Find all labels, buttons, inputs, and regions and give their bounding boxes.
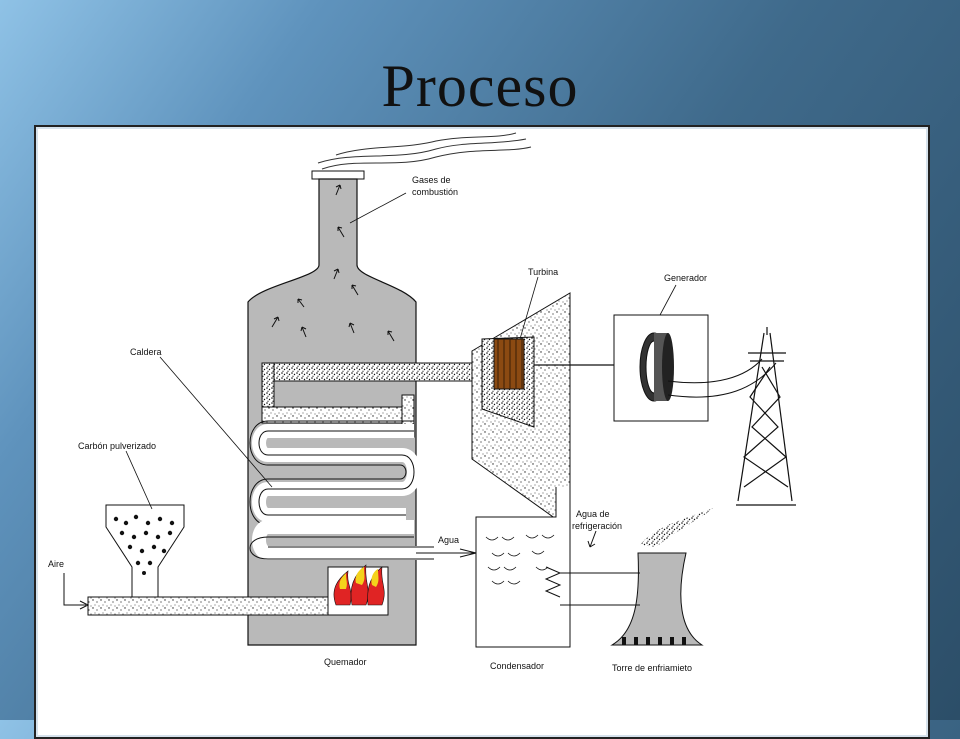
leader-lines [125,192,677,510]
label-carbon: Carbón pulverizado [78,441,156,451]
label-refrigeracion-2: refrigeración [572,521,622,531]
label-condensador: Condensador [490,661,544,671]
label-caldera: Caldera [130,347,162,357]
cooling-tower [560,507,716,646]
label-generador: Generador [664,273,707,283]
label-refrigeracion: Agua de [576,509,610,519]
tower-pylon-icon [736,327,796,506]
label-aire: Aire [48,559,64,569]
label-gases-2: combustión [412,187,458,197]
coal-hopper [105,504,185,598]
burner [87,564,389,616]
generator-icon [613,314,777,422]
turbine-housing [471,292,571,530]
label-quemador: Quemador [324,657,367,667]
boiler-tubes [249,420,434,560]
chimney-smoke-icon [317,132,532,170]
slide-title: Proceso [381,53,579,119]
flame-icon [333,564,385,606]
label-gases: Gases de [412,175,451,185]
label-turbina: Turbina [528,267,558,277]
diagram-frame: Gases de combustión Turbina Generador Ca… [34,125,930,739]
condenser [475,487,571,648]
air-inlet-arrow [63,573,90,610]
label-torre: Torre de enfriamieto [612,663,692,673]
power-plant-diagram: Gases de combustión Turbina Generador Ca… [48,132,796,673]
label-agua: Agua [438,535,459,545]
